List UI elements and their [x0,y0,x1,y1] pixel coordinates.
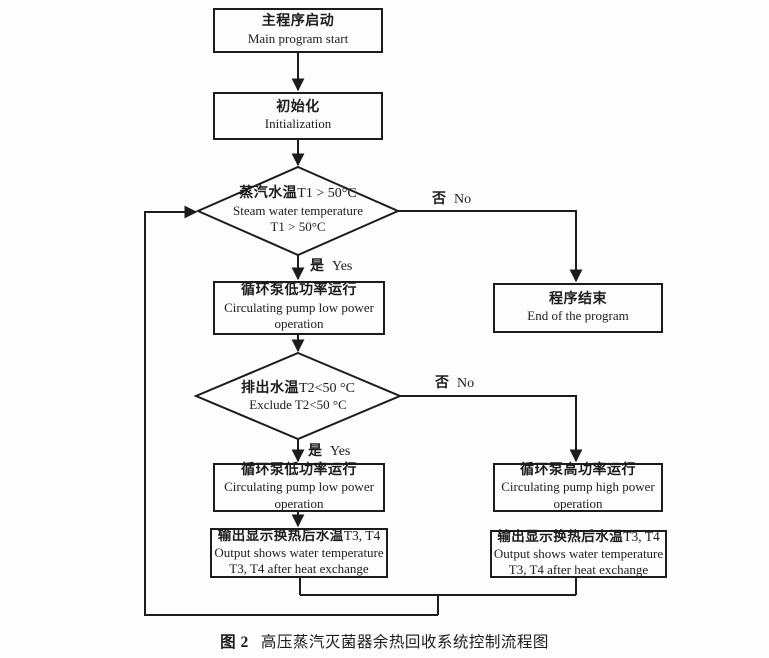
node-pump-low-first-en1: Circulating pump low power [224,299,374,315]
output-right-zh-bold: 输出显示换热后水温 [497,529,624,545]
node-main-program-start-zh: 主程序启动 [261,14,335,29]
node-program-end-zh: 程序结束 [549,291,607,307]
node-main-program-start: 主程序启动 Main program start [213,8,383,53]
label-yes-2: 是 Yes [308,440,350,460]
node-main-program-start-en: Main program start [247,30,349,46]
label-yes-1-zh: 是 [310,259,324,274]
node-initialization: 初始化 Initialization [213,92,383,140]
node-output-left-en2: T3, T4 after heat exchange [229,561,369,577]
decision-t1-line-en1: Steam water temperature [233,202,363,218]
node-output-right-en1: Output shows water temperature [493,545,664,561]
label-yes-1-en: Yes [332,259,353,274]
node-pump-high-en1: Circulating pump high power [501,479,655,495]
node-pump-low-second-en2: operation [274,495,324,511]
label-no-1-en: No [454,192,472,207]
decision-t1-line-zh: 蒸汽水温T1 > 50°C [239,186,356,203]
decision-t1-line-en2: T1 > 50°C [270,219,326,235]
output-left-zh-rest: T3, T4 [343,528,381,544]
figure-caption-label: 图 2 [220,634,249,651]
node-pump-low-first-en2: operation [274,316,324,332]
label-no-2-zh: 否 [435,376,449,391]
node-program-end-en: End of the program [527,308,629,323]
label-no-2-en: No [457,376,475,391]
node-pump-low-second-zh: 循环泵低功率运行 [241,462,357,478]
figure-caption: 图 2 高压蒸汽灭菌器余热回收系统控制流程图 [0,630,769,652]
decision-t1-zh-rest: T1 > 50°C [297,186,357,202]
node-pump-high-en2: operation [553,495,603,511]
label-no-1-zh: 否 [432,192,446,207]
node-output-left-en1: Output shows water temperature [214,544,384,560]
node-output-left-zh: 输出显示换热后水温T3, T4 [218,528,381,545]
node-pump-low-second-en1: Circulating pump low power [224,479,374,495]
edge-feedback-loop [144,205,438,616]
node-initialization-zh: 初始化 [276,99,320,115]
figure-caption-title: 高压蒸汽灭菌器余热回收系统控制流程图 [260,634,549,651]
node-pump-low-first-zh: 循环泵低功率运行 [241,283,357,299]
edge-merge-lines [299,577,577,615]
decision-t2-zh-bold: 排出水温 [241,380,300,396]
label-yes-1: 是 Yes [310,255,352,275]
label-no-1: 否 No [432,188,471,208]
node-output-right: 输出显示换热后水温T3, T4 Output shows water tempe… [490,529,667,578]
node-pump-low-first: 循环泵低功率运行 Circulating pump low power oper… [213,281,385,335]
label-yes-2-zh: 是 [308,444,322,459]
decision-t2-line-en: Exclude T2<50 °C [249,397,347,412]
label-no-2: 否 No [435,372,474,392]
decision-t2-line-zh: 排出水温T2<50 °C [241,381,355,398]
label-yes-2-en: Yes [330,444,351,459]
edge-decision1-no [398,210,583,283]
node-output-right-en2: T3, T4 after heat exchange [508,562,649,578]
decision-t2-zh-rest: T2<50 °C [299,380,355,396]
node-pump-high: 循环泵高功率运行 Circulating pump high power ope… [493,463,663,512]
node-initialization-en: Initialization [264,116,332,131]
node-decision-t2-text: 排出水温T2<50 °C Exclude T2<50 °C [204,377,392,417]
edge-decision2-no [400,395,583,463]
output-left-zh-bold: 输出显示换热后水温 [217,528,344,544]
node-output-right-zh: 输出显示换热后水温T3, T4 [497,529,660,546]
output-right-zh-rest: T3, T4 [623,529,660,545]
node-pump-high-zh: 循环泵高功率运行 [520,462,636,478]
node-program-end: 程序结束 End of the program [493,283,663,333]
node-output-left: 输出显示换热后水温T3, T4 Output shows water tempe… [210,528,388,578]
node-decision-t1-text: 蒸汽水温T1 > 50°C Steam water temperature T1… [206,181,390,241]
decision-t1-zh-bold: 蒸汽水温 [239,186,298,202]
node-pump-low-second: 循环泵低功率运行 Circulating pump low power oper… [213,463,385,512]
